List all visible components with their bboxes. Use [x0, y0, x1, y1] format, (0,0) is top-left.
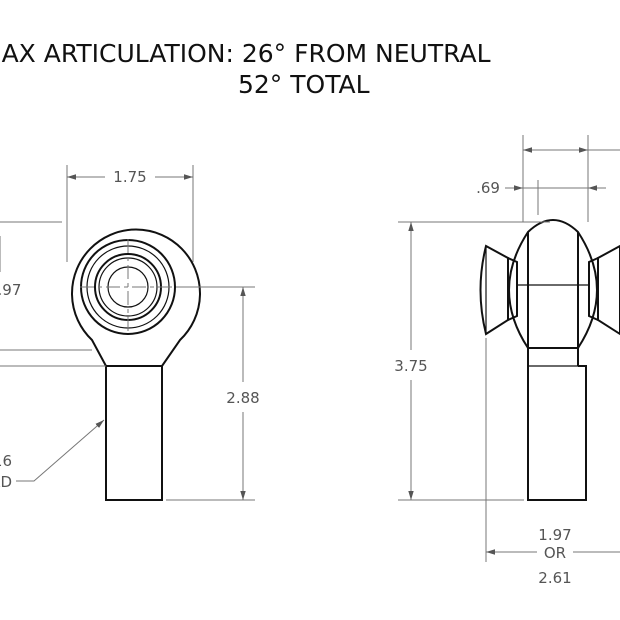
side-shank: [527, 365, 587, 501]
dimension-width: 1.75: [113, 168, 146, 186]
left-spacer-shoulder: [507, 257, 518, 321]
dimension-spacer-width-1: 1.97: [538, 526, 571, 544]
thread-note-leader: [16, 419, 105, 482]
dimension-spacer-width-2: 2.61: [538, 569, 571, 587]
side-view: .69 3.75 1.97 OR 2.61: [394, 135, 620, 587]
ball-sphere-outline: [508, 219, 598, 349]
thread-note-line-1: 3/4-16: [0, 452, 12, 470]
dimension-ball-width: .69: [476, 179, 500, 197]
title-line-1: MAX ARTICULATION: 26° FROM NEUTRAL: [0, 39, 491, 68]
rod-end-eye-outline: [71, 228, 201, 367]
dimension-shank-length: 2.88: [226, 389, 259, 407]
thread-note-line-2: THREAD: [0, 473, 12, 491]
dimension-height: 2.97: [0, 281, 21, 299]
dimension-spacer-or: OR: [544, 544, 566, 562]
right-spacer: [597, 244, 620, 336]
front-view: 1.75 2.97 2.88 3/4-16 THREAD: [0, 165, 260, 501]
dimension-overall-height: 3.75: [394, 357, 427, 375]
right-spacer-shoulder: [588, 257, 599, 321]
left-spacer: [479, 244, 509, 336]
title-line-2: 52° TOTAL: [238, 70, 370, 99]
threaded-shank: [105, 366, 163, 501]
